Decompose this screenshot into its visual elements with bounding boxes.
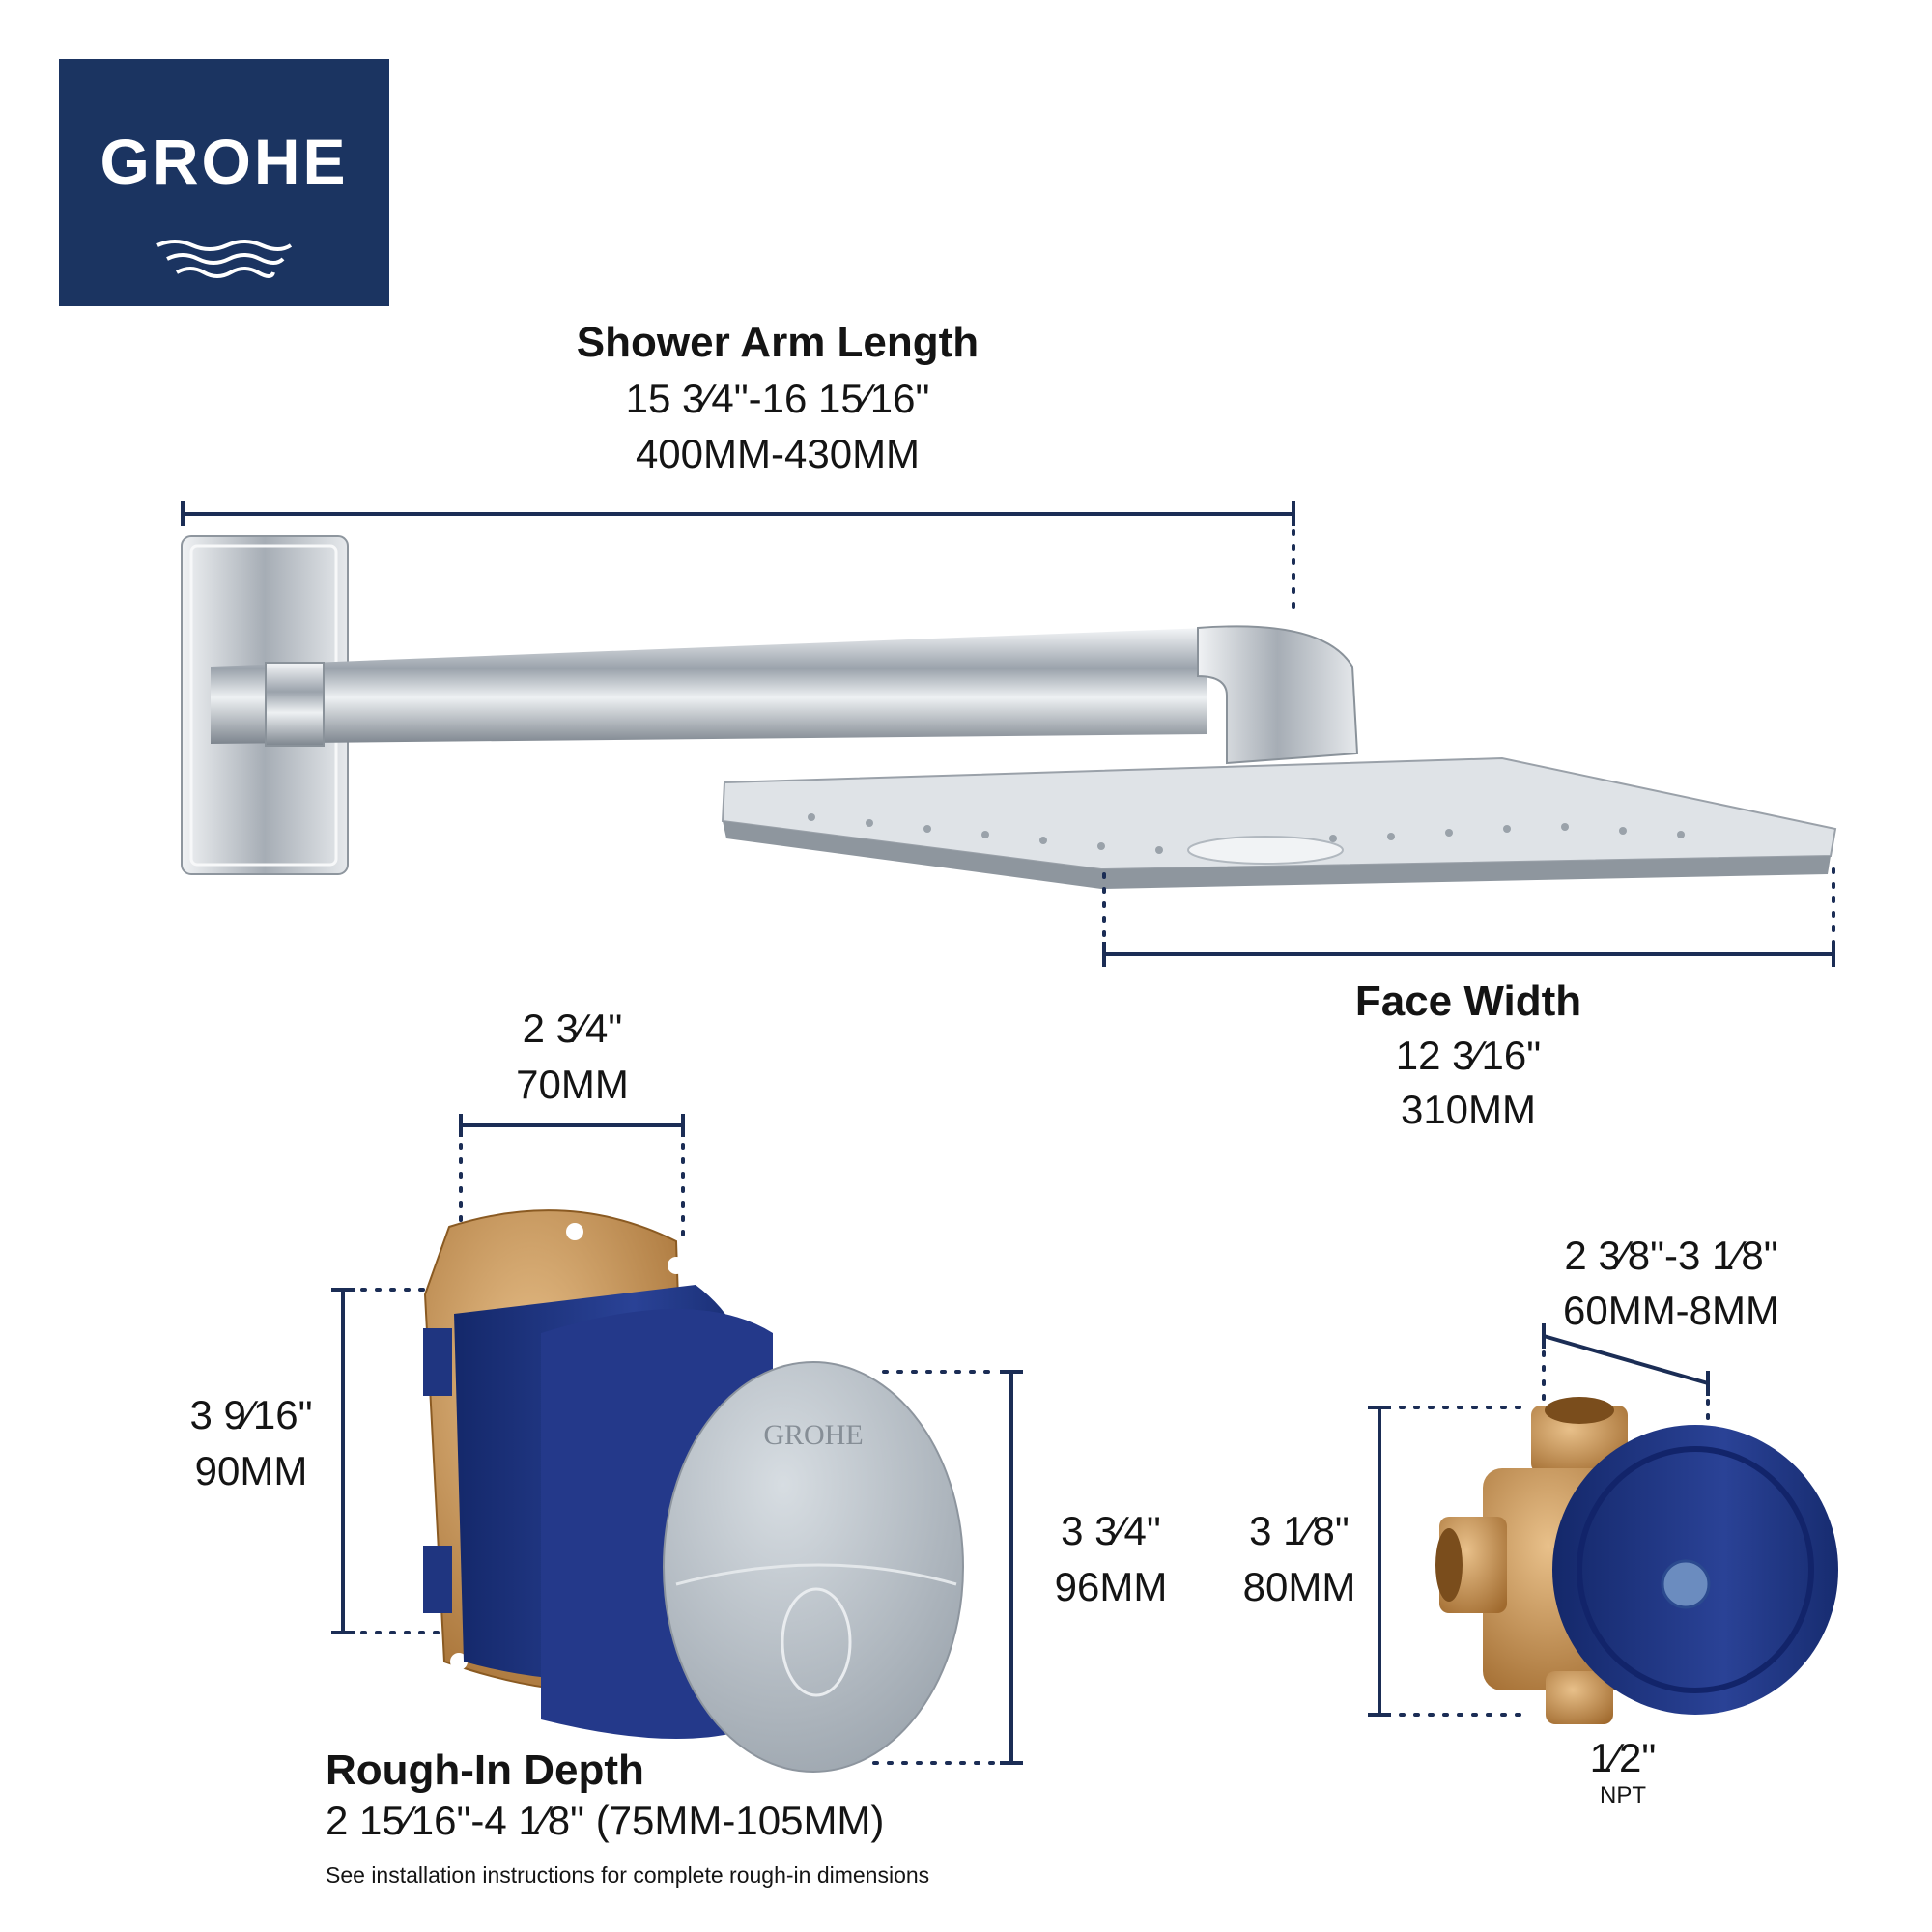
face-width-dimension	[1102, 867, 1835, 967]
valve-height-right-mm: 96MM	[1054, 1564, 1168, 1609]
valve-height-left-inches: 3 9⁄16"	[189, 1392, 313, 1437]
shower-arm	[211, 628, 1208, 744]
valve-cap	[663, 1361, 964, 1773]
grohe-logo: GROHE	[59, 59, 389, 306]
cap-logo: GROHE	[763, 1419, 863, 1451]
valve-width-inches: 2 3⁄4"	[522, 1006, 623, 1051]
rough-in-valve: GROHE	[423, 1209, 964, 1773]
face-width-title: Face Width	[1354, 978, 1582, 1025]
valve-height-right-dimension	[872, 1370, 1023, 1765]
small-valve-height-dimension	[1368, 1406, 1523, 1717]
arm-elbow	[1197, 625, 1359, 765]
wave-icon	[156, 240, 293, 278]
shower-arm-mm: 400MM-430MM	[635, 431, 921, 476]
rough-in-title: Rough-In Depth	[326, 1747, 644, 1794]
small-valve-width-mm: 60MM-8MM	[1562, 1288, 1779, 1333]
small-valve	[1435, 1397, 1838, 1724]
valve-width-dimension	[459, 1114, 685, 1277]
valve-height-left-mm: 90MM	[194, 1448, 308, 1493]
shower-arm-title: Shower Arm Length	[576, 319, 980, 366]
shower-arm-inches: 15 3⁄4"-16 15⁄16"	[625, 376, 930, 421]
small-valve-height-mm: 80MM	[1242, 1564, 1356, 1609]
valve-height-left-dimension	[331, 1288, 441, 1634]
shower-head	[721, 756, 1837, 889]
valve-width-mm: 70MM	[516, 1062, 629, 1107]
shower-arm-dimension	[181, 501, 1295, 620]
rough-in-note: See installation instructions for comple…	[326, 1862, 930, 1888]
valve-height-right-inches: 3 3⁄4"	[1061, 1508, 1161, 1553]
npt-unit: NPT	[1600, 1782, 1646, 1808]
logo-wordmark: GROHE	[99, 126, 349, 197]
face-width-inches: 12 3⁄16"	[1395, 1033, 1542, 1078]
rough-in-value: 2 15⁄16"-4 1⁄8" (75MM-105MM)	[326, 1798, 885, 1843]
small-valve-height-inches: 3 1⁄8"	[1249, 1508, 1350, 1553]
small-valve-width-inches: 2 3⁄8"-3 1⁄8"	[1564, 1233, 1778, 1278]
face-width-mm: 310MM	[1400, 1087, 1537, 1132]
npt-size: 1⁄2"	[1589, 1735, 1657, 1780]
